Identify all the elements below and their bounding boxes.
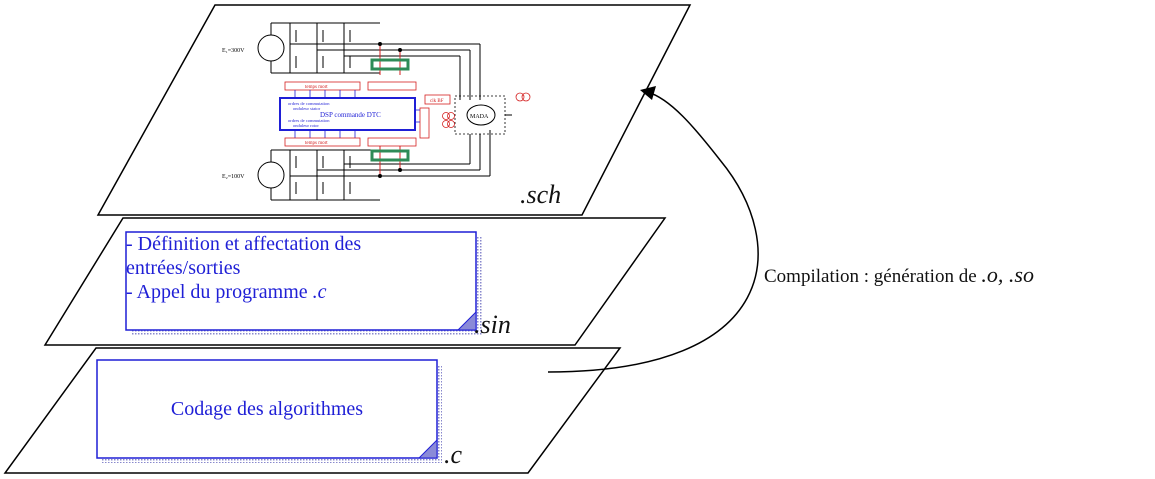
note-c: Codage des algorithmes [170,397,364,420]
note-sin-box [125,231,477,331]
note-sin-fold [456,310,477,331]
dsp-box [279,97,416,131]
sensor-box-top [367,81,417,91]
note-sin-line-2: entrées/sorties [126,257,241,279]
clk-label: clk BF [430,99,444,104]
note-c-box [96,359,438,459]
compilation-arrow [547,91,759,373]
sensor-box-bottom [367,137,417,147]
deadtime-top-box [284,81,361,91]
clk-box [424,94,451,105]
layer-sch-ext: .sch [520,180,562,209]
dsp-main-label: DSP commande DTC [320,111,381,119]
layer-c-ext: .c [444,440,463,469]
dsp-label-2: onduleur stator [293,106,321,111]
filter-bottom [370,149,410,162]
note-sin-line-3-ext: .c [312,281,327,303]
power-schematic: E₁=300V E₂=100V temps mort ordres de com… [222,22,531,201]
machine-symbol [466,104,496,126]
sensor-box-side [419,107,430,139]
compilation-caption-files: .o, .so [981,262,1034,287]
dsp-label-3: ordres de commutation [288,118,330,123]
source-bottom-label: E₂=100V [222,174,245,180]
note-sin-line-3: - Appel du programme .c [126,280,476,304]
dsp-label-4: onduleur rotor [293,123,319,128]
machine-label: MADA [470,114,489,120]
source-top-label: E₁=300V [222,48,245,54]
compilation-caption: Compilation : génération de .o, .so [764,262,1034,288]
dsp-label-1: ordres de commutation [288,101,330,106]
deadtime-bottom-label: temps mort [305,141,328,146]
deadtime-top-label: temps mort [305,85,328,90]
layer-sin-ext: .sin [474,310,511,339]
compilation-arrowhead [640,86,656,100]
note-sin: - Définition et affectation des entrées/… [126,232,476,330]
note-sin-line-1: - Définition et affectation des [126,233,362,255]
filter-top [370,58,410,71]
compilation-caption-text: Compilation : génération de [764,266,982,287]
note-sin-line-3-text: - Appel du programme [126,281,313,303]
note-c-fold [417,438,438,459]
deadtime-bottom-box [284,137,361,147]
